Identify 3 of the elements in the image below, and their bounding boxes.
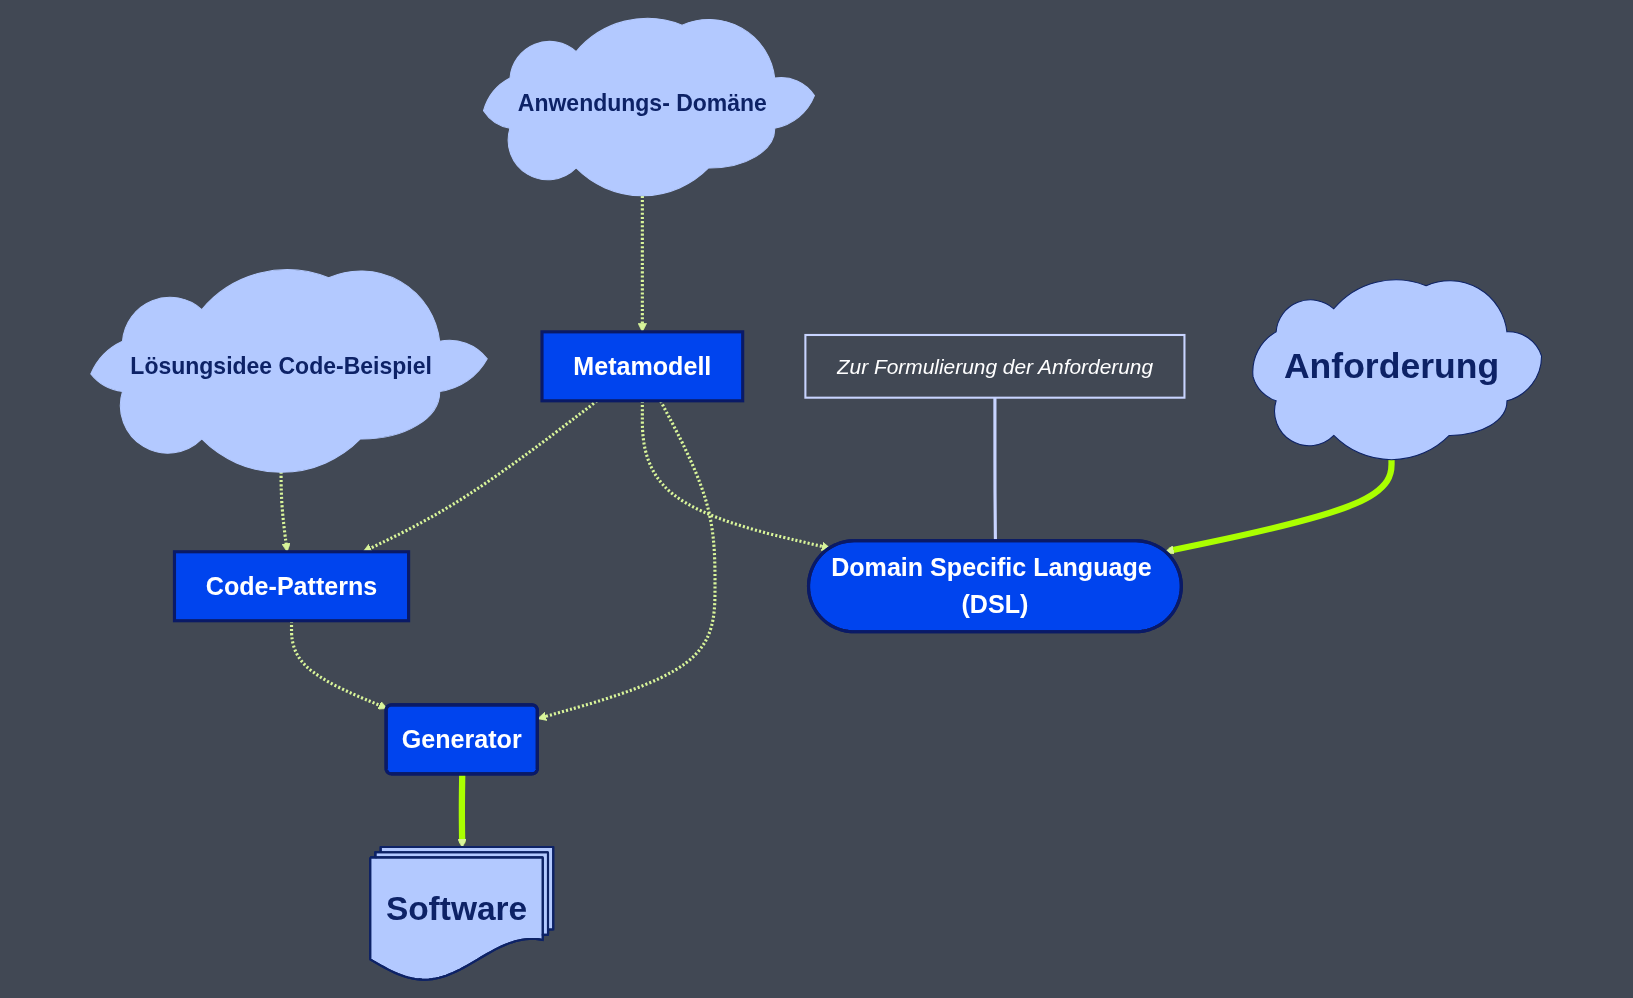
node-box: Zur Formulierung der Anforderung [804, 333, 1186, 399]
node-box: Code-Patterns [173, 550, 411, 623]
node-box: Metamodell [540, 330, 745, 403]
